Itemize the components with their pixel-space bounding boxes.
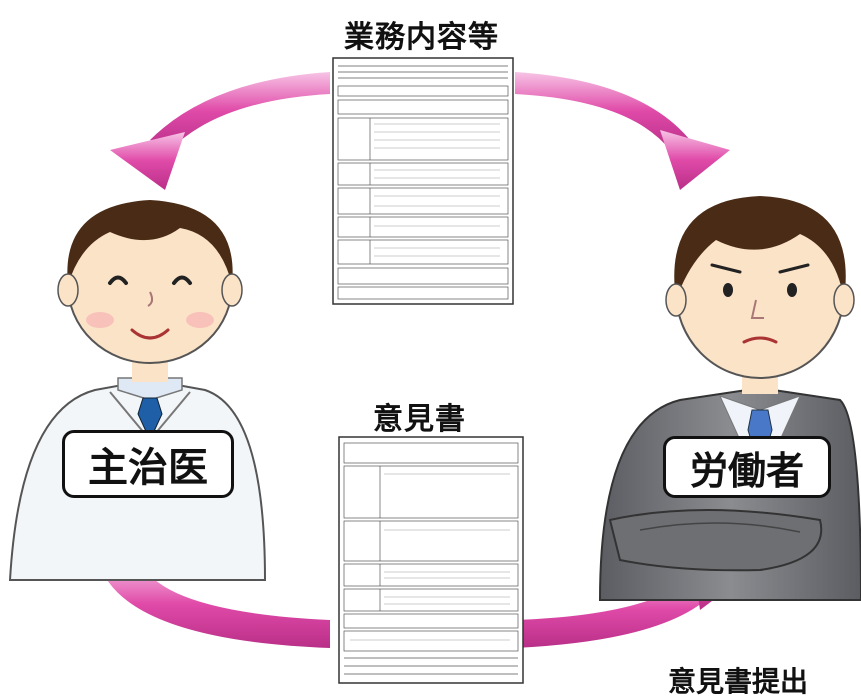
doctor-figure bbox=[8, 200, 267, 581]
doctor-label: 主治医 bbox=[62, 430, 234, 498]
caption-opinion-submission: 意見書提出 bbox=[668, 665, 809, 698]
arrow-top-left bbox=[110, 72, 330, 190]
work-content-document bbox=[332, 57, 514, 305]
caption-work-content: 業務内容等 bbox=[344, 20, 499, 55]
arrow-bottom-left bbox=[98, 560, 330, 648]
caption-opinion: 意見書 bbox=[373, 402, 466, 437]
flow-diagram bbox=[8, 57, 861, 684]
worker-label: 労働者 bbox=[663, 436, 831, 498]
arrow-top-right bbox=[515, 72, 730, 190]
worker-figure bbox=[598, 196, 861, 601]
opinion-document bbox=[338, 436, 524, 684]
